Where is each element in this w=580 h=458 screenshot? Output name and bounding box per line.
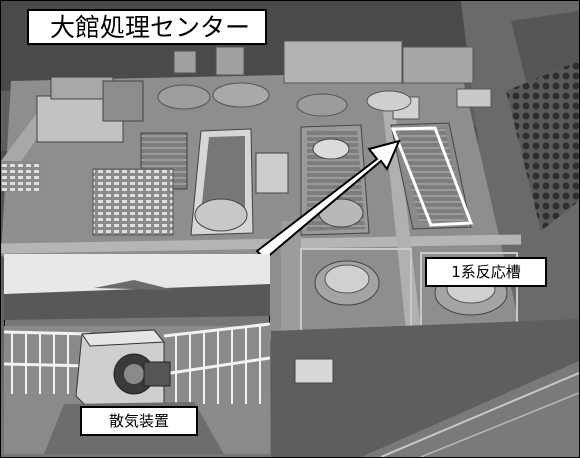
pointer-arrow-icon: [255, 139, 401, 261]
highlight-box: [390, 126, 474, 227]
reactor-label: 1系反応槽: [425, 257, 547, 287]
page-title: 大館処理センター: [27, 9, 267, 45]
blower-label: 散気装置: [80, 406, 198, 436]
